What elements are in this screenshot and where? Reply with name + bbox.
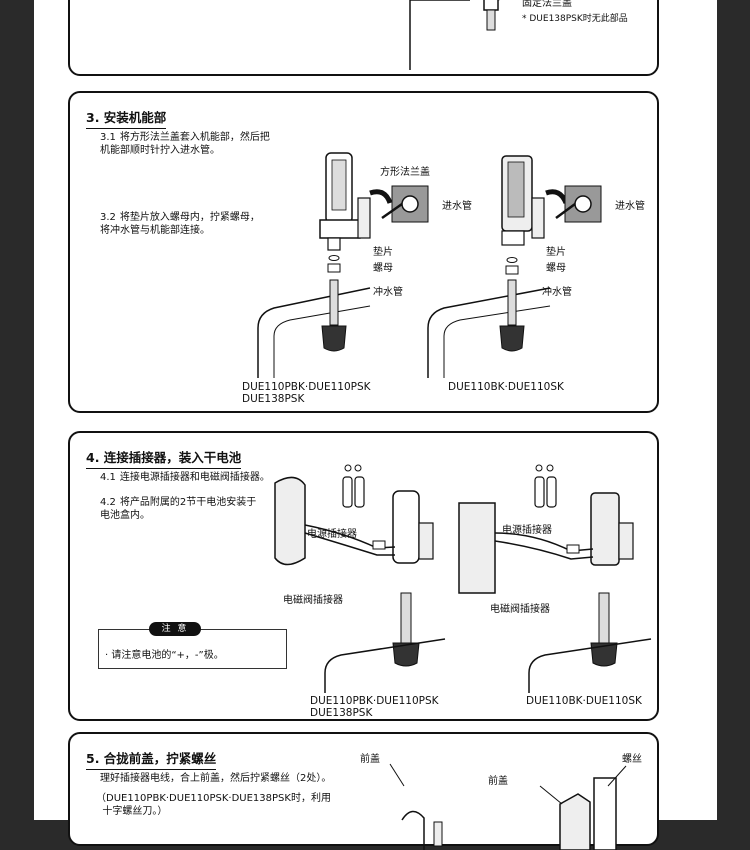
- nut-label-right: 螺母: [546, 259, 566, 274]
- exclusion-note: * DUE138PSK时无此部品: [522, 11, 628, 24]
- section-2-panel: 固定法兰盖 * DUE138PSK时无此部品: [68, 0, 659, 76]
- step-text: 将垫片放入螺母内，拧紧螺母， 将冲水管与机能部连接。: [100, 212, 260, 236]
- section-3-title: 3. 安装机能部: [86, 107, 166, 129]
- step-text: 理好插接器电线，合上前盖，然后拧紧螺丝（2处）。: [100, 773, 331, 784]
- step-text: 将方形法兰盖套入机能部，然后把 机能部顺时针拧入进水管。: [100, 132, 270, 156]
- valve-connector-label-right: 电磁阀插接器: [490, 600, 550, 615]
- inlet-pipe-label-right: 进水管: [615, 197, 645, 212]
- power-connector-label: 电源插接器: [307, 525, 357, 540]
- caution-text: · 请注意电池的“+，-”极。: [105, 646, 224, 661]
- step-4-1: 4.1 连接电源插接器和电磁阀插接器。: [100, 471, 270, 484]
- step-number: 3.2: [100, 212, 116, 223]
- section-4-title: 4. 连接插接器，装入干电池: [86, 447, 241, 469]
- caution-note: 注 意 · 请注意电池的“+，-”极。: [98, 629, 287, 669]
- step-text: 将产品附属的2节干电池安装于 电池盒内。: [100, 497, 256, 521]
- front-cover-label-right: 前盖: [488, 772, 508, 787]
- front-cover-label: 前盖: [360, 750, 380, 765]
- gasket-label-right: 垫片: [546, 243, 566, 258]
- model-list-right: DUE110BK·DUE110SK: [526, 695, 642, 707]
- install-illustration-left: [250, 148, 430, 378]
- model-list-left: DUE110PBK·DUE110PSK DUE138PSK: [242, 381, 371, 405]
- power-connector-label-right: 电源插接器: [502, 521, 552, 536]
- step-number: 4.2: [100, 497, 116, 508]
- step-5-text: 理好插接器电线，合上前盖，然后拧紧螺丝（2处）。: [100, 772, 331, 785]
- section-5-title: 5. 合拢前盖，拧紧螺丝: [86, 748, 216, 770]
- model-list-left: DUE110PBK·DUE110PSK DUE138PSK: [310, 695, 439, 719]
- step-number: 3.1: [100, 132, 116, 143]
- step-number: 4.1: [100, 472, 116, 483]
- valve-connector-label: 电磁阀插接器: [283, 591, 343, 606]
- model-list-right: DUE110BK·DUE110SK: [448, 381, 564, 393]
- step-5-note: （DUE110PBK·DUE110PSK·DUE138PSK时，利用 十字螺丝刀…: [96, 792, 331, 818]
- caution-tag: 注 意: [149, 622, 201, 636]
- connector-illustration-left: [265, 463, 455, 693]
- nut-label: 螺母: [373, 259, 393, 274]
- gasket-label: 垫片: [373, 243, 393, 258]
- screw-label: 螺丝: [622, 750, 642, 765]
- flush-pipe-label-right: 冲水管: [542, 283, 572, 298]
- install-illustration-right: [420, 148, 620, 378]
- flange-label: 固定法兰盖: [522, 0, 572, 9]
- step-text: 连接电源插接器和电磁阀插接器。: [120, 472, 270, 483]
- flush-pipe-label: 冲水管: [373, 283, 403, 298]
- front-cover-illustration: [390, 760, 660, 850]
- section-5-panel: 5. 合拢前盖，拧紧螺丝 理好插接器电线，合上前盖，然后拧紧螺丝（2处）。 （D…: [68, 732, 659, 846]
- step-text: （DUE110PBK·DUE110PSK·DUE138PSK时，利用 十字螺丝刀…: [96, 793, 331, 817]
- connector-illustration-right: [455, 463, 655, 693]
